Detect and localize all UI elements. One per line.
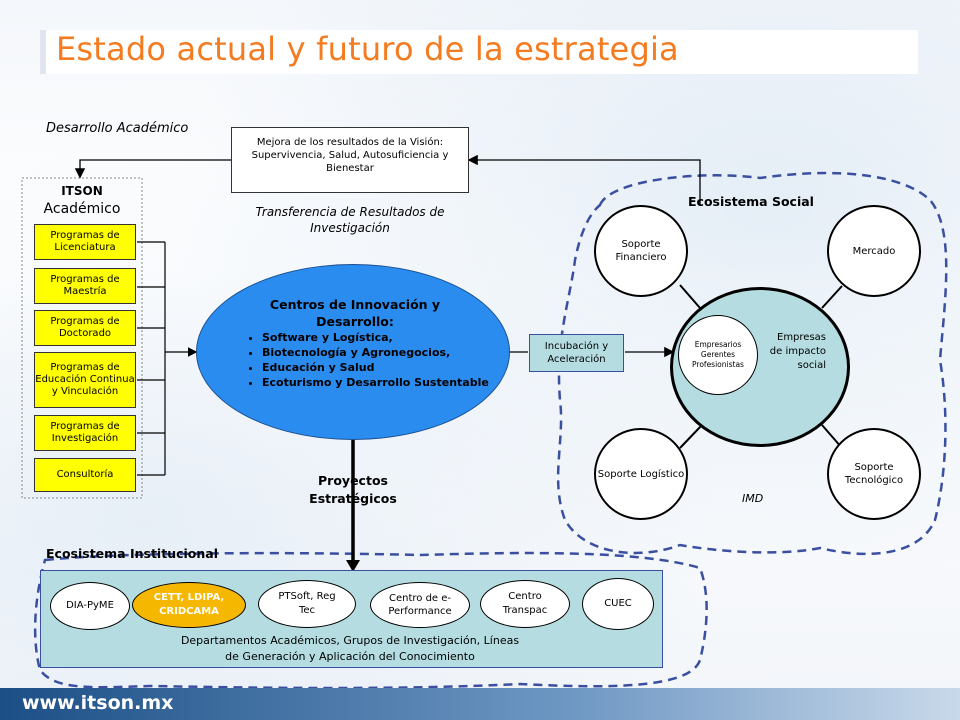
- centro-item: Biotecnología y Agronegocios,: [262, 345, 492, 360]
- itson-subtitle: Académico: [43, 201, 121, 217]
- soporte-tecnologico-circle: Soporte Tecnológico: [827, 428, 921, 520]
- program-doctorado: Programas de Doctorado: [34, 310, 136, 346]
- mercado-circle: Mercado: [827, 205, 921, 297]
- ecosistema-institucional-title: Ecosistema Institucional: [46, 546, 218, 561]
- program-investigacion: Programas de Investigación: [34, 415, 136, 451]
- proyectos-label: Proyectos Estratégicos: [309, 473, 397, 506]
- mejora-to-itson-arrow: [74, 159, 232, 179]
- center-dia-pyme: DIA-PyME: [50, 582, 130, 630]
- program-consultoria: Consultoría: [34, 458, 136, 492]
- program-maestria: Programas de Maestría: [34, 268, 136, 304]
- center-e-performance: Centro de e-Performance: [370, 582, 470, 628]
- footer-url[interactable]: www.itson.mx: [22, 692, 174, 714]
- soporte-logistico-circle: Soporte Logístico: [594, 428, 688, 520]
- title-bar: [40, 30, 918, 74]
- center-ptsoft: PTSoft, Reg Tec: [258, 580, 356, 628]
- feedback-arrow: [467, 154, 701, 205]
- centro-item: Ecoturismo y Desarrollo Sustentable: [262, 375, 492, 390]
- itson-title: ITSON: [61, 184, 103, 198]
- empresas-circle: [670, 287, 850, 447]
- center-cuec: CUEC: [582, 578, 654, 630]
- desarrollo-academico-label: Desarrollo Académico: [46, 121, 189, 136]
- social-ecosystem-boundary: [556, 171, 948, 556]
- program-educacion-continua: Programas de Educación Continua y Vincul…: [34, 352, 136, 408]
- transferencia-label: Transferencia de Resultados de Investiga…: [255, 205, 445, 235]
- centro-item: Software y Logística,: [262, 330, 492, 345]
- soporte-financiero-circle: Soporte Financiero: [594, 205, 688, 297]
- centro-item: Educación y Salud: [262, 360, 492, 375]
- programs-bracket: [137, 241, 198, 476]
- imd-label: IMD: [742, 492, 764, 505]
- footer-bar: www.itson.mx: [0, 688, 960, 720]
- departamentos-label: Departamentos Académicos, Grupos de Inve…: [180, 634, 520, 663]
- ecosistema-social-title: Ecosistema Social: [688, 194, 814, 209]
- incubacion-box: Incubación y Aceleración: [529, 334, 624, 372]
- centros-ellipse: [196, 264, 510, 440]
- centros-title: Centros de Innovación y Desarrollo:: [269, 297, 441, 329]
- program-licenciatura: Programas de Licenciatura: [34, 224, 136, 260]
- empresarios-circle: Empresarios Gerentes Profesionistas: [678, 315, 758, 395]
- center-cett: CETT, LDIPA, CRIDCAMA: [132, 582, 246, 628]
- center-transpac: Centro Transpac: [480, 580, 570, 628]
- institutional-ecosystem-boundary: [33, 551, 708, 690]
- empresas-label: Empresas de impacto social: [769, 332, 826, 371]
- page-title: Estado actual y futuro de la estrategia: [56, 30, 679, 68]
- mejora-box: Mejora de los resultados de la Visión: S…: [231, 127, 469, 193]
- centros-list: Software y Logística, Biotecnología y Ag…: [244, 330, 492, 390]
